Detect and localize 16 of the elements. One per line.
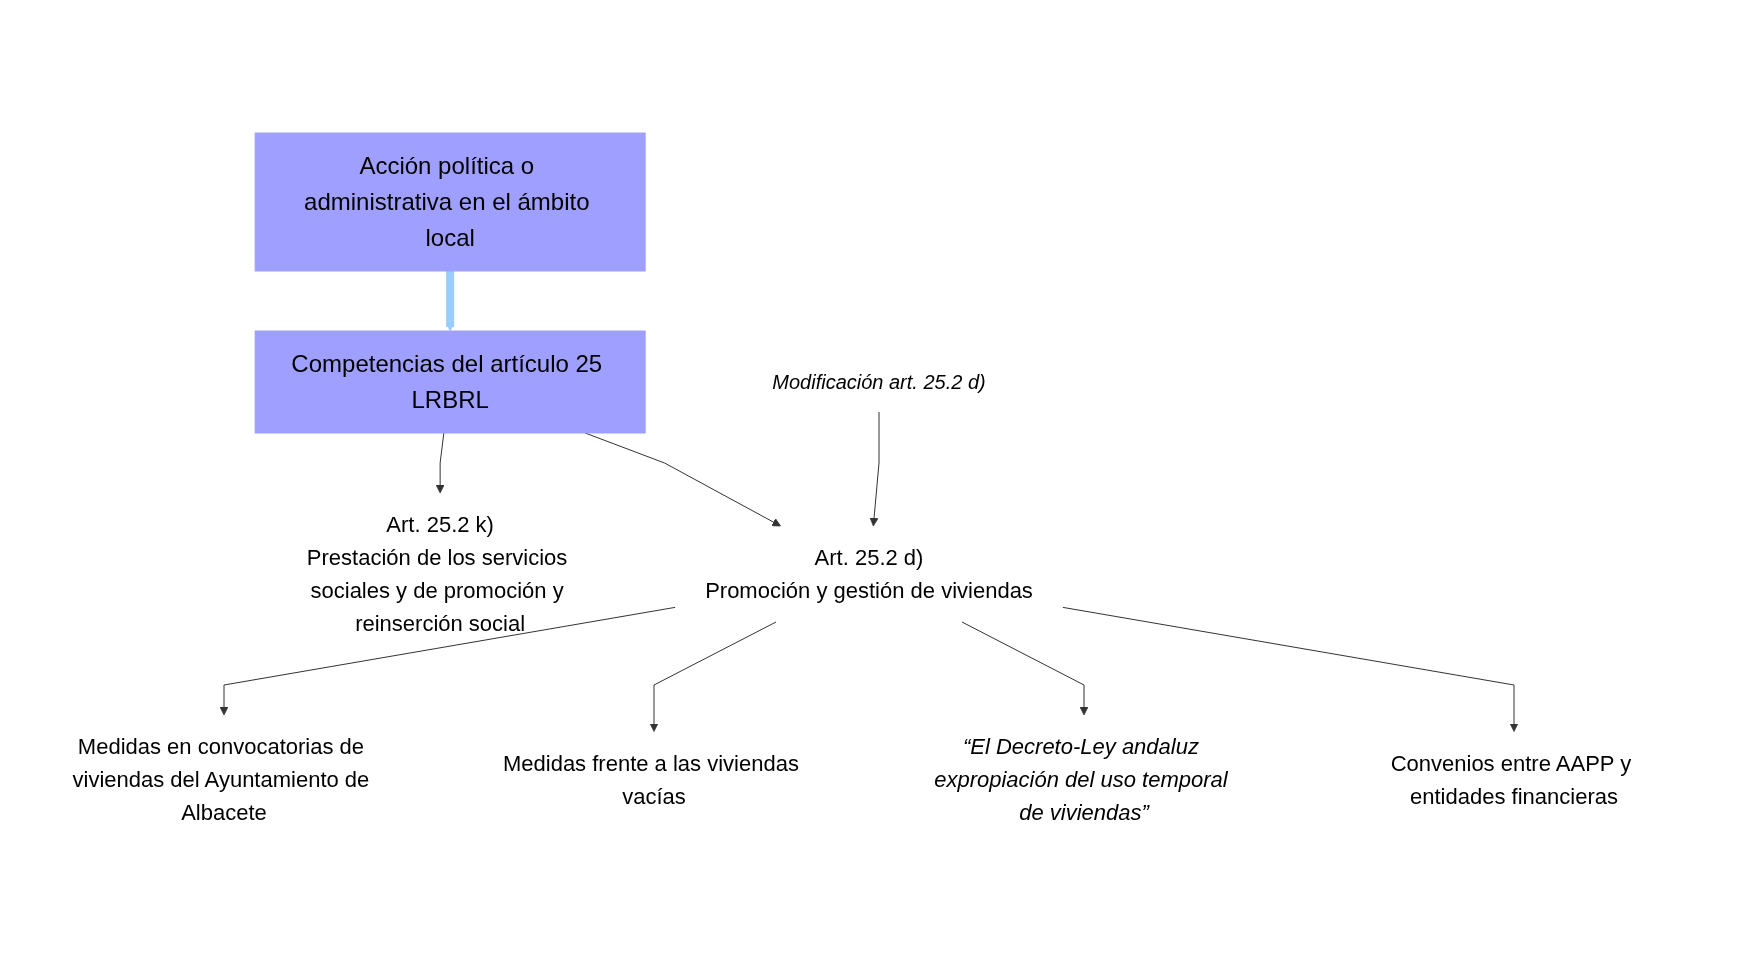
arrow (219, 606, 676, 716)
node-box: Acción política o administrativa en el ámbito local (254, 132, 646, 272)
node-text: Art. 25.2 k) Prestación de los servicios sociales y de promoción y reinserción social (306, 512, 567, 636)
node-text: Convenios entre AAPP y entidades financieras (1390, 750, 1631, 809)
arrow (649, 621, 777, 732)
node-text: Modificación art. 25.2 d) (771, 371, 986, 393)
arrow (435, 432, 445, 494)
node-text: Art. 25.2 d) Promoción y gestión de viviendas (704, 545, 1033, 603)
node-box: Competencias del artículo 25 LRBRL (254, 330, 646, 434)
arrow (869, 411, 879, 527)
arrow (445, 271, 455, 332)
node-text: Medidas frente a las viviendas vacías (502, 750, 799, 809)
node-text: “El Decreto-Ley andaluz expropiación del uso temporal de viviendas” (933, 734, 1228, 825)
node-text: Medidas en convocatorias de viviendas del Ayuntamiento de Albacete (72, 734, 369, 825)
arrow (1061, 606, 1518, 732)
arrow (960, 621, 1088, 716)
